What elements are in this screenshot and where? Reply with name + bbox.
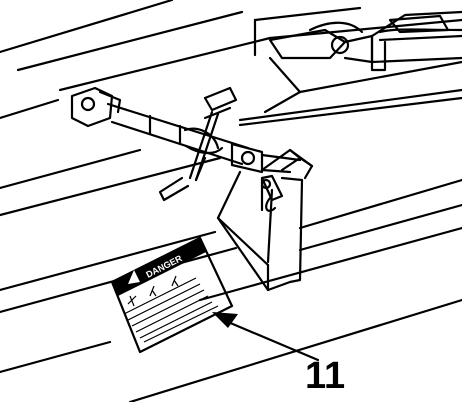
callout-number: 11: [305, 355, 346, 397]
arrow-head: [212, 312, 238, 328]
support-stand: [216, 148, 314, 292]
hitch-clevis: [268, 10, 462, 72]
linkage-rod: [106, 102, 302, 174]
mounting-bracket: [70, 86, 122, 128]
t-handle: [158, 86, 238, 202]
decal-body: [123, 275, 219, 343]
callout-leader-arrow: [226, 320, 320, 362]
